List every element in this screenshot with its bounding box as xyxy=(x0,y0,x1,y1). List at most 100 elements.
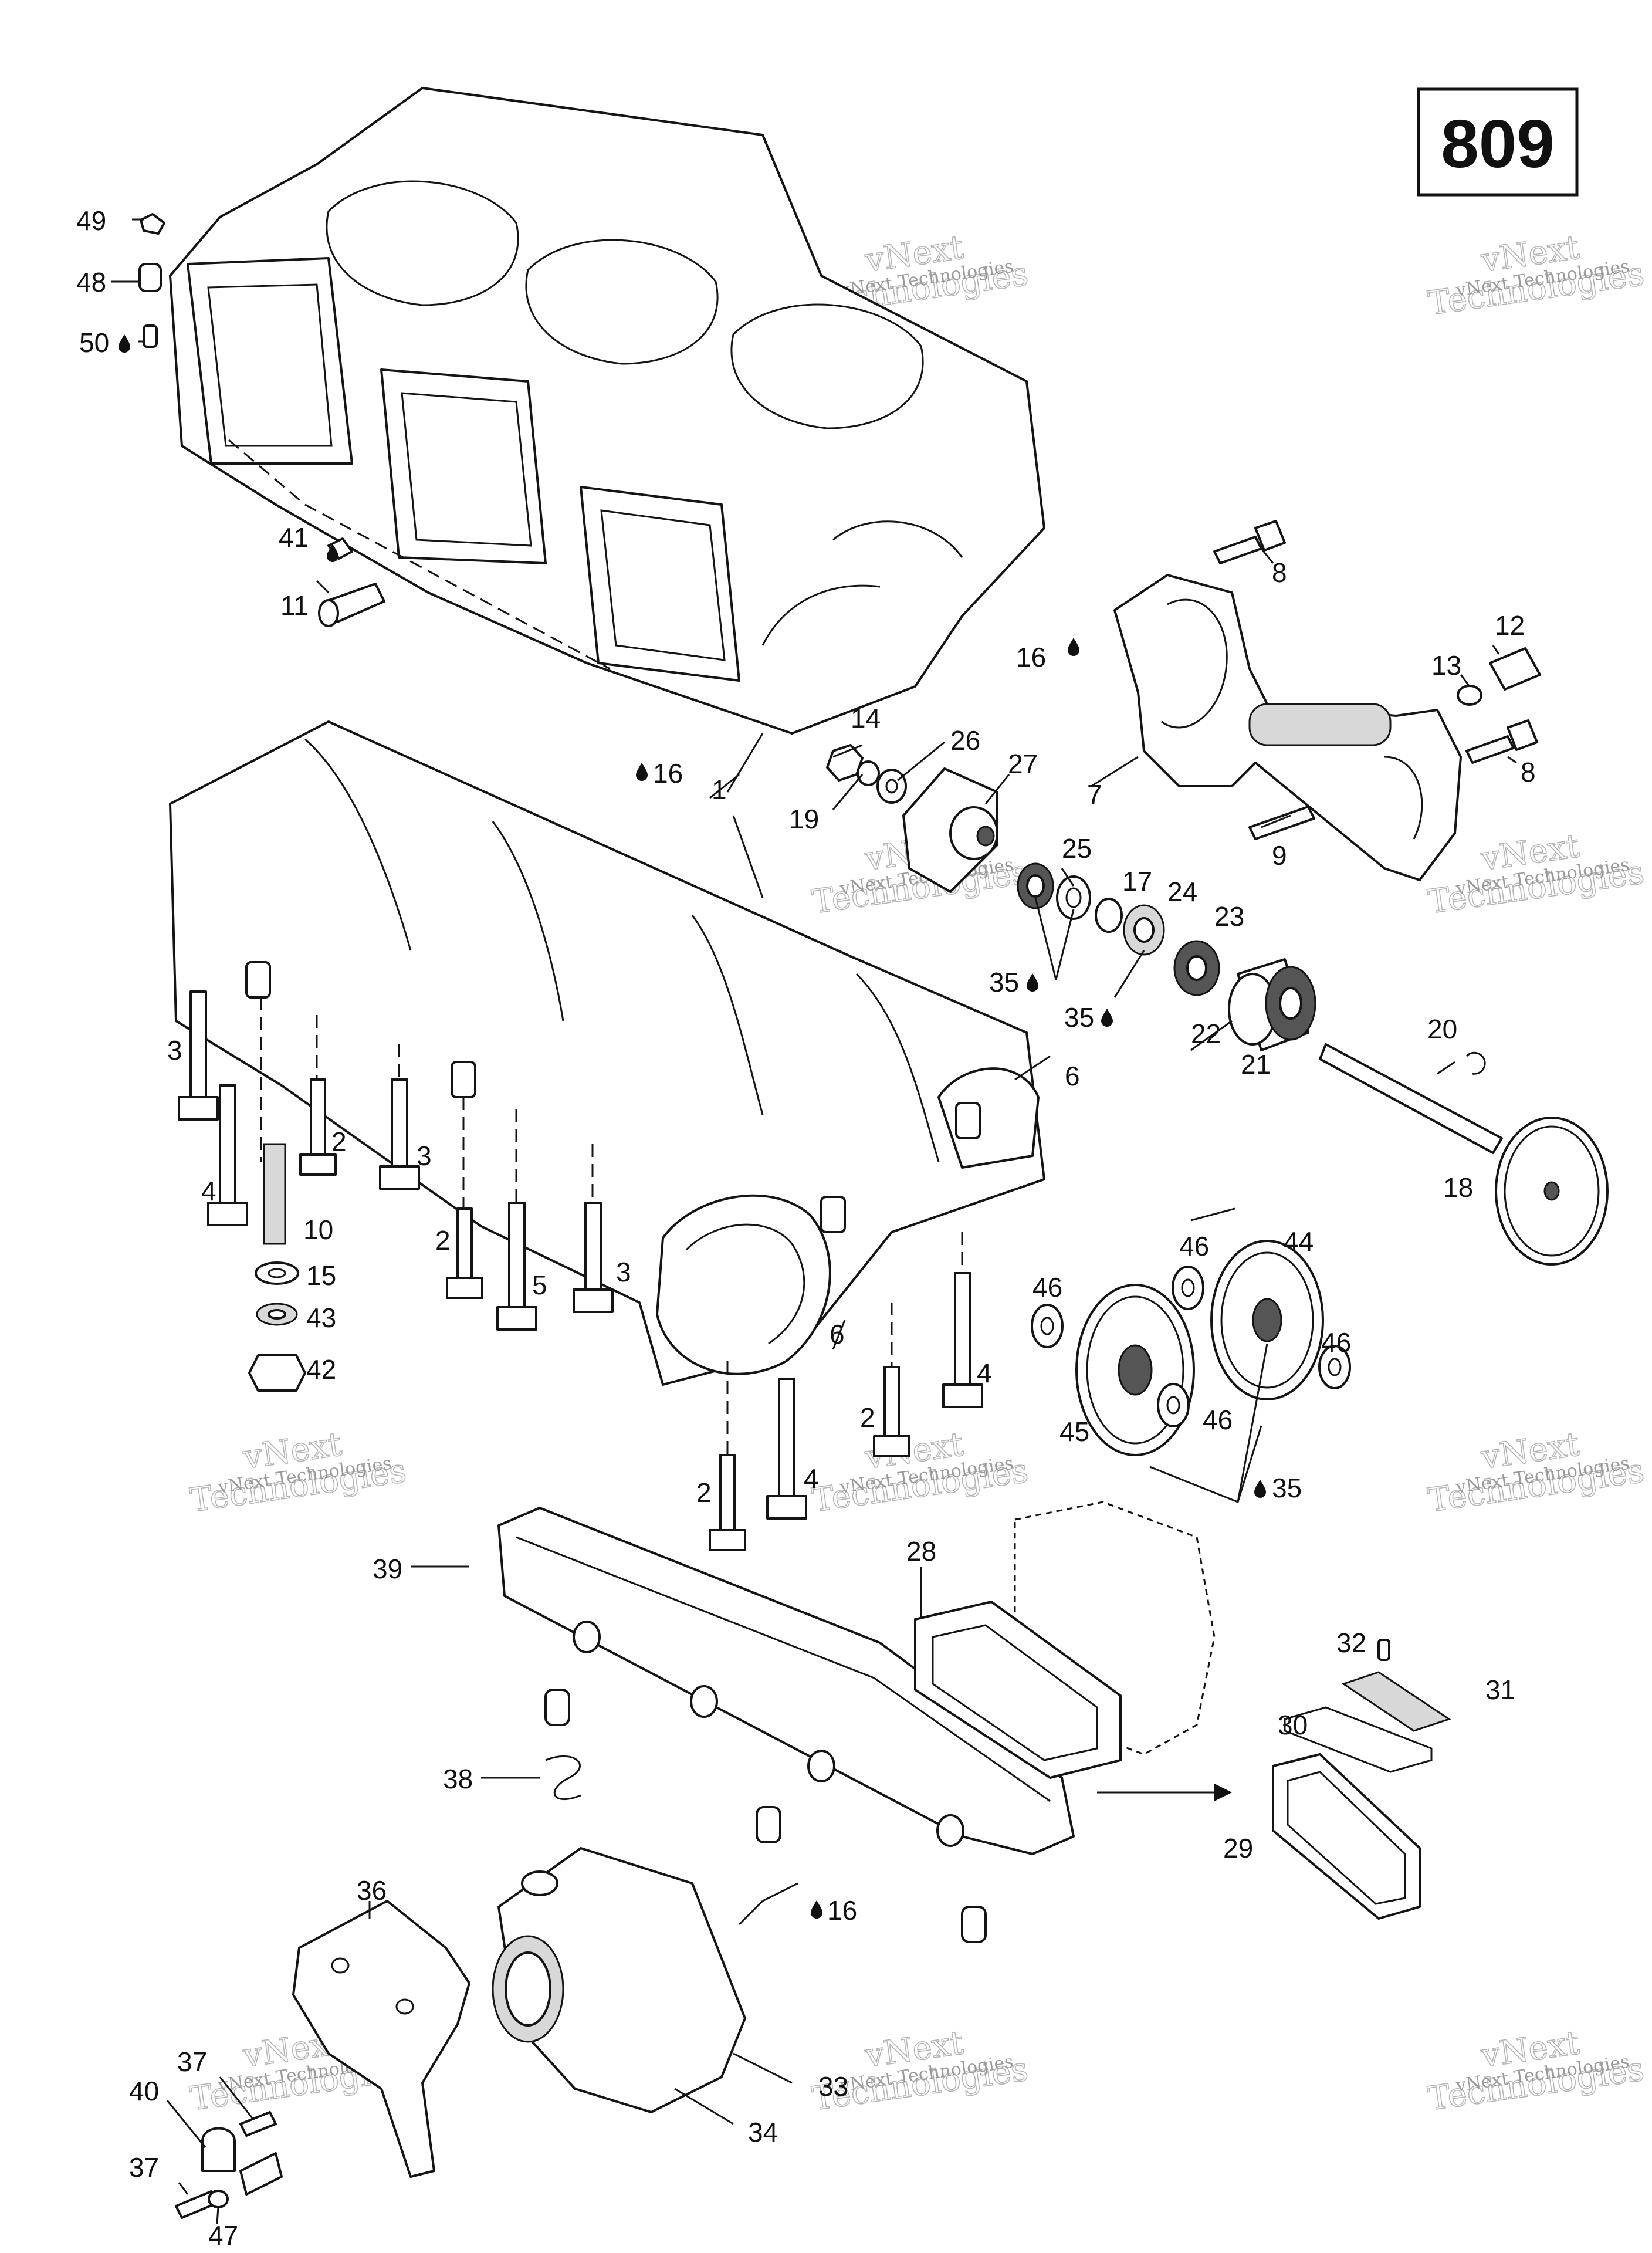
callout-12: 12 xyxy=(1495,610,1525,641)
part-11-fitting xyxy=(318,583,385,627)
callout-8a: 8 xyxy=(1272,557,1287,588)
washer-19 xyxy=(857,760,880,786)
callout-24: 24 xyxy=(1167,877,1197,907)
reed-30 xyxy=(1284,1706,1433,1773)
circlip-20 xyxy=(1465,1051,1486,1075)
shaft-gear-18 xyxy=(1319,1043,1609,1266)
oil-drop-icon xyxy=(1068,638,1079,656)
callout-2d: 2 xyxy=(860,1402,875,1433)
callout-41: 41 xyxy=(279,522,309,553)
oil-drop-icon xyxy=(1101,1009,1113,1027)
callout-4c: 4 xyxy=(977,1358,992,1388)
bolt-3-c xyxy=(573,1202,614,1313)
arrow-head xyxy=(1214,1784,1232,1801)
oil-drop-icon xyxy=(636,763,648,781)
oil-drop-icon xyxy=(119,334,130,353)
reed-cage-28 xyxy=(914,1601,1122,1779)
part-48-plug xyxy=(138,263,162,292)
bolt-3-b xyxy=(379,1078,420,1190)
callout-20: 20 xyxy=(1427,1014,1457,1044)
watermark: vNext Technologies vNext Technologies xyxy=(1426,2023,1647,2119)
screw-32 xyxy=(1377,1639,1390,1661)
callout-9: 9 xyxy=(1272,840,1287,871)
intake-manifold-part-39 xyxy=(497,1507,1075,1943)
seal-25b xyxy=(1056,875,1091,920)
bolt-37-a xyxy=(239,2111,277,2137)
callout-42: 42 xyxy=(306,1354,336,1385)
washer-46-d xyxy=(1318,1345,1351,1389)
callout-19: 19 xyxy=(789,804,819,834)
part-49-clip xyxy=(140,213,165,235)
callout-2c: 2 xyxy=(696,1477,712,1508)
bracket-40-strap xyxy=(239,2152,283,2196)
callout-30: 30 xyxy=(1278,1710,1308,1740)
callout-37b: 37 xyxy=(129,2152,159,2183)
page-number: 809 xyxy=(1441,106,1555,182)
callout-6b: 6 xyxy=(830,1319,845,1349)
bearing-23 xyxy=(1173,940,1220,996)
callout-38: 38 xyxy=(443,1764,473,1794)
callout-22: 22 xyxy=(1191,1019,1221,1049)
callout-11: 11 xyxy=(280,590,309,621)
washer-43 xyxy=(256,1303,298,1326)
seal-25a xyxy=(1017,862,1054,909)
page-number-badge: 809 xyxy=(1417,87,1579,197)
callout-44: 44 xyxy=(1284,1226,1314,1257)
oil-drop-icon xyxy=(811,1900,822,1919)
callout-2a: 2 xyxy=(331,1126,347,1157)
washer-13 xyxy=(1457,685,1482,706)
callout-33: 33 xyxy=(818,2071,848,2102)
callout-21: 21 xyxy=(1241,1049,1271,1080)
callout-47: 47 xyxy=(208,2220,238,2251)
callout-49: 49 xyxy=(76,205,106,236)
callout-46a: 46 xyxy=(1032,1272,1062,1303)
callout-50: 50 xyxy=(79,327,109,358)
callout-labels: 49 48 50 41 11 8 8 16 16 16 12 13 14 26 … xyxy=(76,205,1536,2251)
flange-part-33 xyxy=(492,1847,746,2113)
bearing-24 xyxy=(1123,904,1165,956)
callout-40: 40 xyxy=(129,2076,159,2106)
callout-46b: 46 xyxy=(1179,1231,1209,1261)
washer-46-c xyxy=(1157,1383,1190,1427)
bolt-2-b xyxy=(446,1207,483,1299)
impeller-27 xyxy=(902,767,998,893)
dash-line xyxy=(228,439,611,670)
stud-10 xyxy=(263,1143,286,1245)
callout-13: 13 xyxy=(1431,650,1461,681)
callout-8b: 8 xyxy=(1521,757,1536,787)
lower-crankcase-part xyxy=(169,720,1045,1386)
washer-15 xyxy=(255,1261,299,1285)
callout-34: 34 xyxy=(748,2117,778,2147)
callout-45: 45 xyxy=(1059,1416,1089,1447)
gear-45 xyxy=(1075,1284,1195,1456)
pin-9 xyxy=(1248,806,1315,840)
gear-44 xyxy=(1210,1240,1324,1400)
ring-17 xyxy=(1095,898,1123,933)
upper-crankcase-part xyxy=(169,87,1045,735)
watermark: vNext Technologies vNext Technologies xyxy=(1426,1425,1647,1520)
callout-29: 29 xyxy=(1223,1833,1253,1863)
callout-37a: 37 xyxy=(177,2046,207,2077)
bolt-4-b xyxy=(766,1378,807,1520)
nut-14 xyxy=(826,744,864,782)
washer-26 xyxy=(876,769,907,804)
bolt-2-a xyxy=(299,1078,337,1176)
callout-1: 1 xyxy=(712,774,727,805)
bolt-8-top xyxy=(1213,520,1286,564)
washer-46-b xyxy=(1172,1266,1204,1310)
bolt-8-right xyxy=(1465,719,1538,764)
callout-46c: 46 xyxy=(1321,1327,1351,1358)
callout-16c: 16 xyxy=(827,1895,857,1926)
callout-35b: 35 xyxy=(1064,1002,1094,1033)
callout-2b: 2 xyxy=(435,1225,451,1256)
callout-23: 23 xyxy=(1214,901,1244,932)
washer-47 xyxy=(208,2190,229,2208)
clamp-40 xyxy=(201,2127,236,2172)
callout-18: 18 xyxy=(1443,1172,1473,1203)
plug-12 xyxy=(1489,647,1541,691)
callout-14: 14 xyxy=(851,703,881,733)
callout-4a: 4 xyxy=(201,1176,216,1206)
bolt-2-c xyxy=(709,1454,746,1551)
callout-35a: 35 xyxy=(989,967,1019,997)
